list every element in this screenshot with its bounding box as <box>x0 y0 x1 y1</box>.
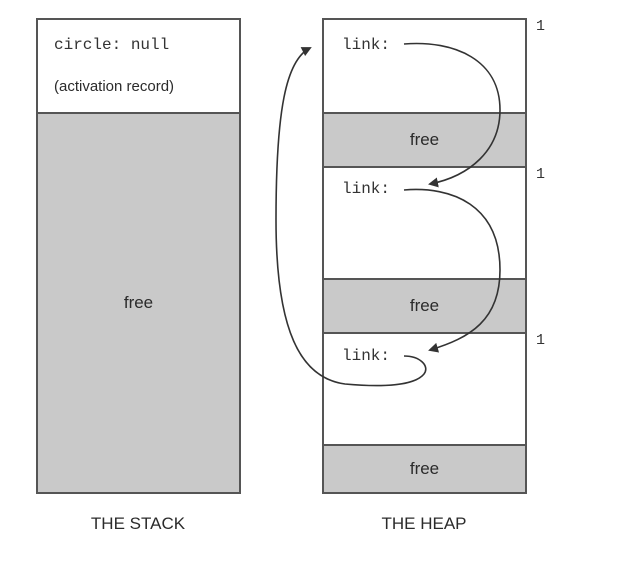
stack-caption: THE STACK <box>90 514 186 533</box>
stack-free-label: free <box>123 293 154 312</box>
heap-object-2-link-field: link: <box>342 180 391 198</box>
heap-free-region-3: free <box>324 444 525 492</box>
heap-object-1-link-field: link: <box>342 36 391 54</box>
stack-variable-circle: circle: null <box>54 36 170 54</box>
heap-free-region-1: free <box>324 112 525 168</box>
stack-box: circle: null (activation record) free <box>36 18 241 494</box>
stack-free-region: free <box>38 112 239 492</box>
heap-object-3: link: <box>324 334 525 444</box>
heap-object-3-refcount: 1 <box>536 332 546 349</box>
heap-box: link: free link: free link: free <box>322 18 527 494</box>
heap-free-label-3: free <box>409 459 440 478</box>
heap-object-1: link: <box>324 20 525 112</box>
heap-caption: THE HEAP <box>381 514 467 533</box>
heap-object-2: link: <box>324 168 525 278</box>
heap-object-2-refcount: 1 <box>536 166 546 183</box>
activation-record: circle: null (activation record) <box>38 20 239 112</box>
heap-object-3-link-field: link: <box>342 347 391 365</box>
heap-object-1-refcount: 1 <box>536 18 546 35</box>
heap-free-label-1: free <box>409 130 440 149</box>
heap-free-label-2: free <box>409 296 440 315</box>
heap-free-region-2: free <box>324 278 525 334</box>
activation-record-label: (activation record) <box>54 78 175 95</box>
